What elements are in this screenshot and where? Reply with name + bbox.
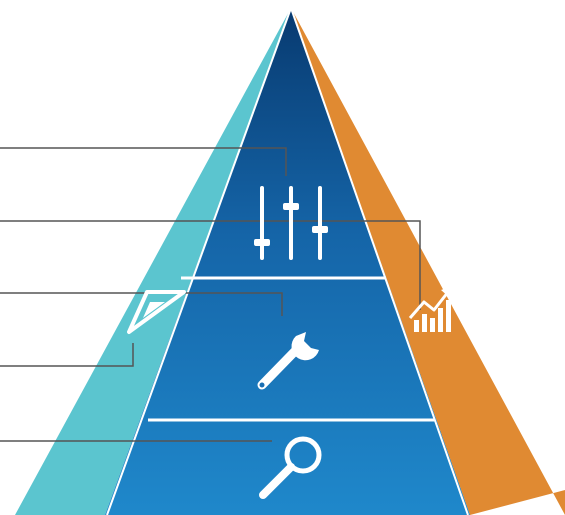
growth-chart-icon	[408, 286, 452, 332]
leader-line-2	[0, 220, 421, 310]
sliders-icon	[254, 186, 328, 260]
pyramid-front-face	[105, 8, 470, 515]
magnifier-icon	[259, 436, 322, 499]
wrench-icon	[257, 332, 319, 390]
front-left-edge	[106, 7, 292, 515]
leader-lines	[0, 147, 421, 442]
pyramid-left-face	[15, 8, 291, 515]
triangle-ruler-icon	[127, 290, 186, 334]
front-right-edge	[290, 7, 469, 515]
pyramid-right-face	[291, 8, 565, 515]
leader-line-3	[0, 292, 283, 316]
leader-line-4	[0, 343, 134, 367]
leader-line-1	[0, 147, 287, 176]
